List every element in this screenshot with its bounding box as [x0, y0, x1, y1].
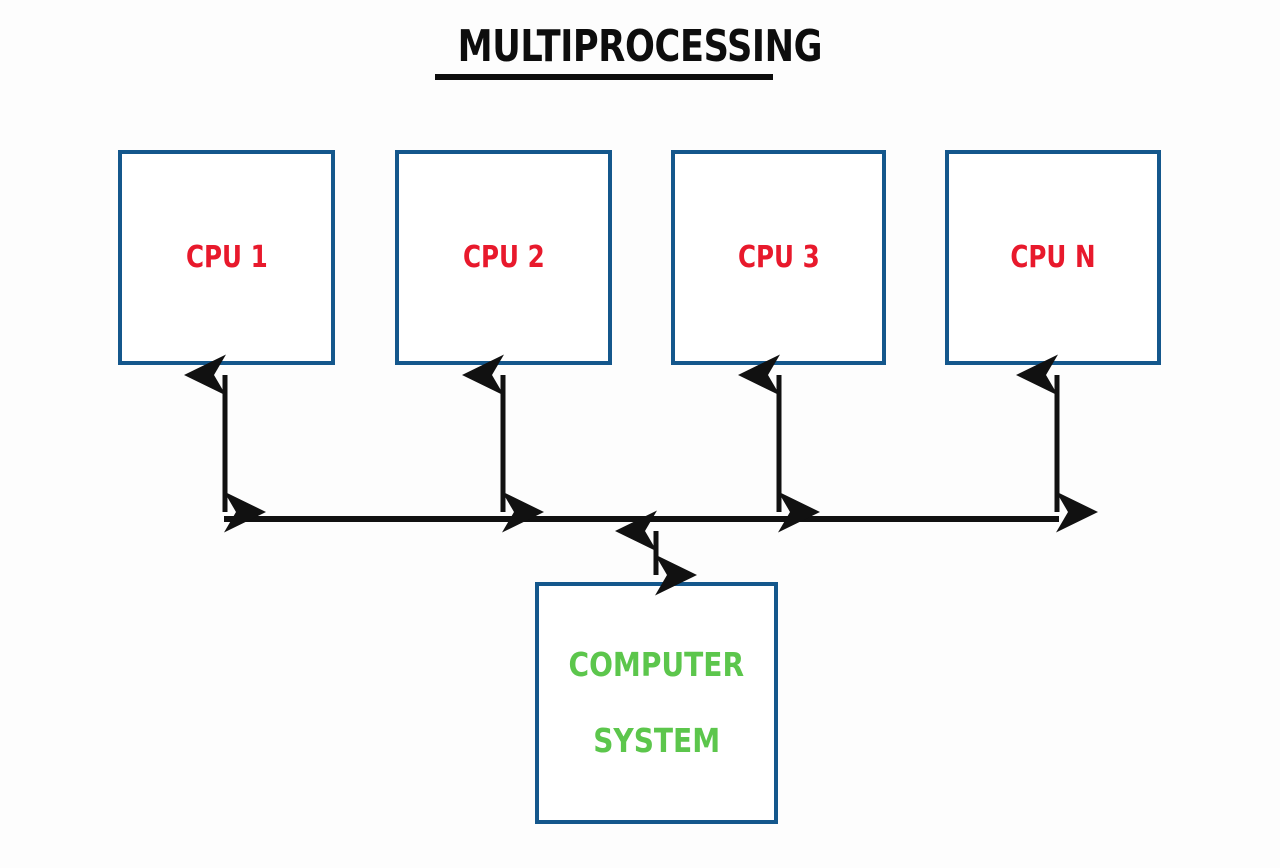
cpu-box-1-label: CPU 1 — [185, 239, 268, 275]
cpu-box-3[interactable]: CPU 3 — [671, 150, 886, 365]
cpu-box-1[interactable]: CPU 1 — [118, 150, 335, 365]
diagram-title: MULTIPROCESSING — [0, 22, 1280, 72]
cpu-box-2-label: CPU 2 — [462, 239, 545, 275]
computer-system-label-line-1: COMPUTER — [568, 645, 745, 684]
page-title: MULTIPROCESSING — [457, 21, 823, 72]
computer-system-box[interactable]: COMPUTER SYSTEM — [535, 582, 778, 824]
computer-system-label-line-2: SYSTEM — [593, 721, 720, 760]
cpu-box-2[interactable]: CPU 2 — [395, 150, 612, 365]
cpu-box-3-label: CPU 3 — [737, 239, 820, 275]
cpu-box-4[interactable]: CPU N — [945, 150, 1161, 365]
title-underline — [435, 74, 773, 80]
cpu-box-4-label: CPU N — [1010, 239, 1096, 275]
